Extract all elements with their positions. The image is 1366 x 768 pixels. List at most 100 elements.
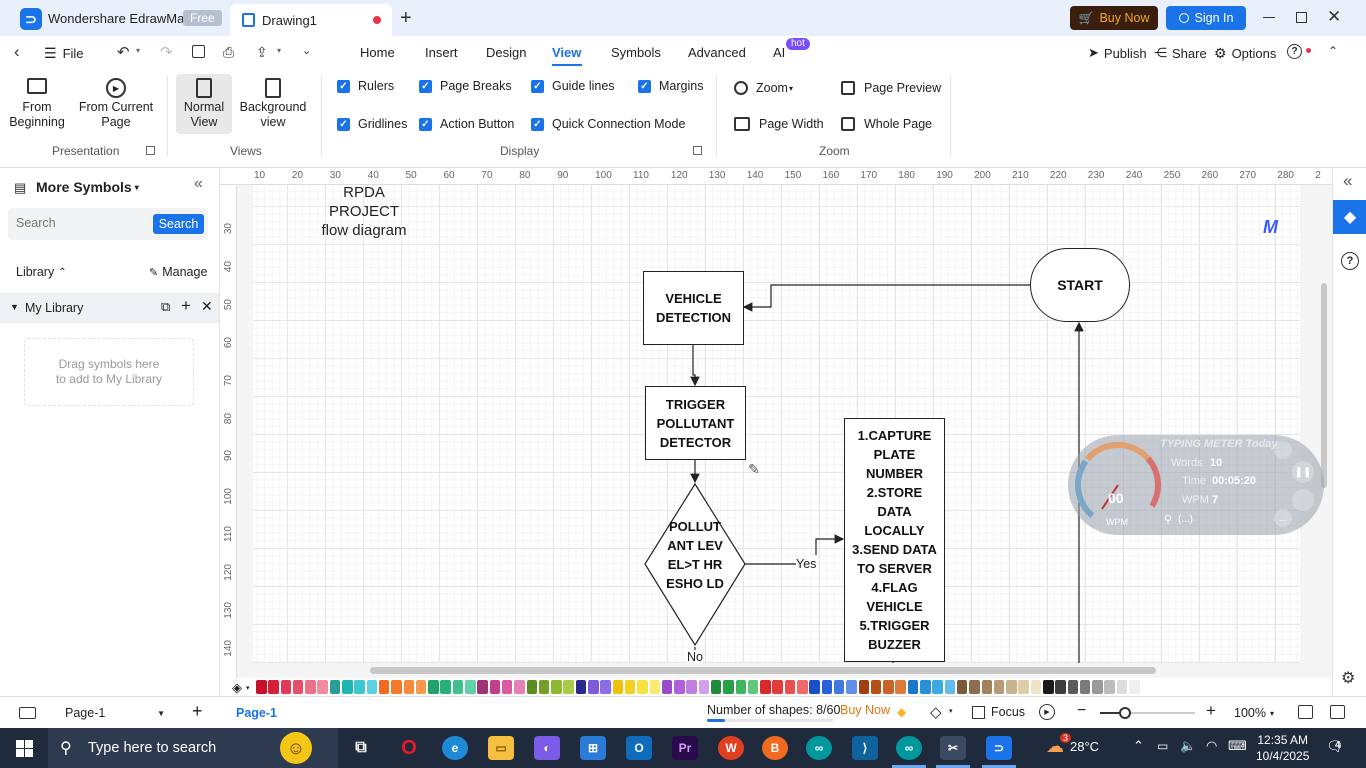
from-beginning-button[interactable]: From Beginning	[6, 78, 68, 130]
export-dropdown-icon[interactable]: ▾	[277, 46, 282, 55]
color-swatch[interactable]	[538, 680, 550, 694]
guide-lines-checkbox[interactable]: ✓Guide lines	[531, 79, 615, 93]
tab-home[interactable]: Home	[348, 34, 407, 70]
color-swatch[interactable]	[551, 680, 562, 694]
color-swatch[interactable]	[821, 680, 833, 694]
color-swatch[interactable]	[1092, 680, 1103, 694]
color-swatch[interactable]	[993, 680, 1005, 694]
add-page-button[interactable]: +	[192, 701, 203, 721]
color-swatch[interactable]	[735, 680, 747, 694]
color-swatch[interactable]	[674, 680, 685, 694]
opera-icon[interactable]: O	[401, 736, 417, 759]
color-swatch[interactable]	[760, 680, 771, 694]
zoom-out-icon[interactable]: −	[1077, 702, 1087, 719]
vscode-icon[interactable]: ⟩	[852, 736, 878, 760]
color-swatch[interactable]	[366, 680, 378, 694]
options-button[interactable]: ⚙ Options	[1214, 45, 1276, 62]
color-swatch[interactable]	[1030, 680, 1042, 694]
drawing-page[interactable]: RPDA PROJECT flow diagram START VEHICLE …	[253, 184, 1300, 664]
color-swatch[interactable]	[440, 680, 451, 694]
collapse-sidebar-icon[interactable]: «	[194, 175, 203, 192]
color-swatch[interactable]	[1067, 680, 1079, 694]
color-swatch[interactable]	[833, 680, 845, 694]
connector-start-to-vehicle[interactable]	[742, 284, 1030, 312]
edraw-ai-icon[interactable]: M	[1263, 217, 1278, 237]
color-swatch[interactable]	[391, 680, 402, 694]
color-swatch[interactable]	[944, 680, 956, 694]
color-swatch[interactable]	[563, 680, 574, 694]
arduino-ide-icon[interactable]: ∞	[896, 736, 922, 760]
windows-start-icon[interactable]	[16, 740, 33, 757]
undo-dropdown-icon[interactable]: ▾	[136, 46, 141, 55]
sign-in-button[interactable]: Sign In	[1166, 6, 1246, 30]
color-swatch[interactable]	[329, 680, 341, 694]
file-explorer-icon[interactable]: ▭	[488, 736, 514, 760]
focus-button[interactable]: Focus	[972, 705, 1025, 719]
undo-icon[interactable]: ↶	[117, 44, 130, 61]
margins-checkbox[interactable]: ✓Margins	[638, 79, 703, 93]
color-swatch[interactable]	[723, 680, 734, 694]
color-swatch[interactable]	[981, 680, 993, 694]
zoom-slider-handle[interactable]	[1119, 707, 1131, 719]
copilot-icon[interactable]: ◐	[534, 736, 560, 760]
color-swatch[interactable]	[649, 680, 660, 694]
symbol-search-button[interactable]: Search	[153, 214, 204, 234]
color-swatch[interactable]	[292, 680, 304, 694]
share-button[interactable]: ⋲ Share	[1154, 45, 1207, 61]
normal-view-button[interactable]: Normal View	[176, 74, 232, 134]
color-swatch[interactable]	[514, 680, 525, 694]
color-swatch[interactable]	[797, 680, 808, 694]
notifications-button[interactable]: 🗨 4	[1326, 738, 1346, 758]
color-swatch[interactable]	[1104, 680, 1115, 694]
page-tab-active[interactable]: Page-1	[236, 706, 277, 720]
color-swatch[interactable]	[1129, 680, 1140, 694]
gridlines-checkbox[interactable]: ✓Gridlines	[337, 117, 407, 131]
close-icon[interactable]: ✕	[201, 298, 213, 314]
meter-search-icon[interactable]: ⚲	[1164, 514, 1173, 526]
tab-view[interactable]: View	[540, 34, 593, 70]
help-icon[interactable]: ?	[1287, 44, 1302, 59]
color-swatch[interactable]	[907, 680, 919, 694]
document-tab[interactable]: Drawing1	[230, 4, 392, 36]
color-swatch[interactable]	[637, 680, 648, 694]
color-swatch[interactable]	[612, 680, 624, 694]
color-swatch[interactable]	[256, 680, 267, 694]
background-view-button[interactable]: Background view	[238, 78, 308, 130]
color-swatch[interactable]	[1006, 680, 1017, 694]
color-swatch[interactable]	[575, 680, 587, 694]
minimize-button[interactable]	[1263, 17, 1275, 18]
color-swatch[interactable]	[772, 680, 783, 694]
color-swatch[interactable]	[686, 680, 697, 694]
color-swatch[interactable]	[710, 680, 722, 694]
decision-diamond[interactable]	[644, 482, 746, 647]
action-button-checkbox[interactable]: ✓Action Button	[419, 117, 514, 131]
expand-panel-icon[interactable]: «	[1343, 171, 1353, 190]
color-swatch[interactable]	[317, 680, 328, 694]
tab-symbols[interactable]: Symbols	[599, 34, 673, 70]
display-settings-icon[interactable]	[693, 146, 702, 155]
color-swatch[interactable]	[932, 680, 943, 694]
layers-dropdown-icon[interactable]: ▾	[949, 708, 953, 715]
color-swatch[interactable]	[920, 680, 931, 694]
arduino-icon[interactable]: ∞	[806, 736, 832, 760]
import-icon[interactable]: ⧉	[161, 299, 171, 314]
quick-access-more-icon[interactable]: ⌄	[302, 45, 312, 57]
layers-icon[interactable]: ◇	[930, 704, 942, 721]
meter-more-icon[interactable]: …	[1274, 509, 1292, 527]
meter-pause-icon[interactable]: ❚❚	[1292, 461, 1314, 483]
color-swatch[interactable]	[1079, 680, 1091, 694]
connector-yes-branch[interactable]	[745, 539, 843, 565]
start-node[interactable]: START	[1030, 248, 1130, 322]
language-icon[interactable]: ⌨	[1228, 738, 1247, 753]
weather-widget[interactable]: ☁ 3 28°C	[1046, 733, 1099, 757]
color-swatch[interactable]	[465, 680, 476, 694]
outlook-icon[interactable]: O	[626, 736, 652, 760]
presentation-settings-icon[interactable]	[146, 146, 155, 155]
fill-bucket-icon[interactable]: ◈	[232, 680, 242, 695]
typing-meter-app-icon[interactable]: W	[718, 736, 744, 760]
settings-panel-icon[interactable]: ⚙	[1341, 670, 1356, 687]
unsaved-dot-icon[interactable]	[373, 16, 381, 24]
rulers-checkbox[interactable]: ✓Rulers	[337, 79, 394, 93]
back-arrow-icon[interactable]: ‹	[14, 42, 20, 61]
color-swatch[interactable]	[378, 680, 390, 694]
